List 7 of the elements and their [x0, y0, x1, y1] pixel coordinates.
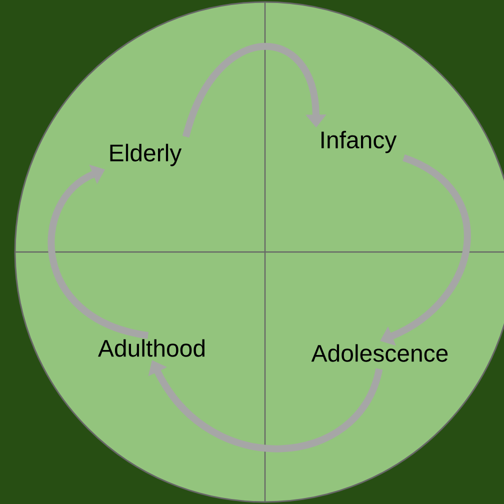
- curved-arrow: [48, 164, 149, 339]
- stage-label: Adolescence: [311, 344, 448, 362]
- curved-arrow: [182, 43, 326, 138]
- cycle-circle: [14, 1, 504, 503]
- stage-label: Elderly: [110, 144, 182, 166]
- stage-label: Adulthood: [98, 339, 204, 357]
- stage-label: Infancy: [322, 130, 397, 154]
